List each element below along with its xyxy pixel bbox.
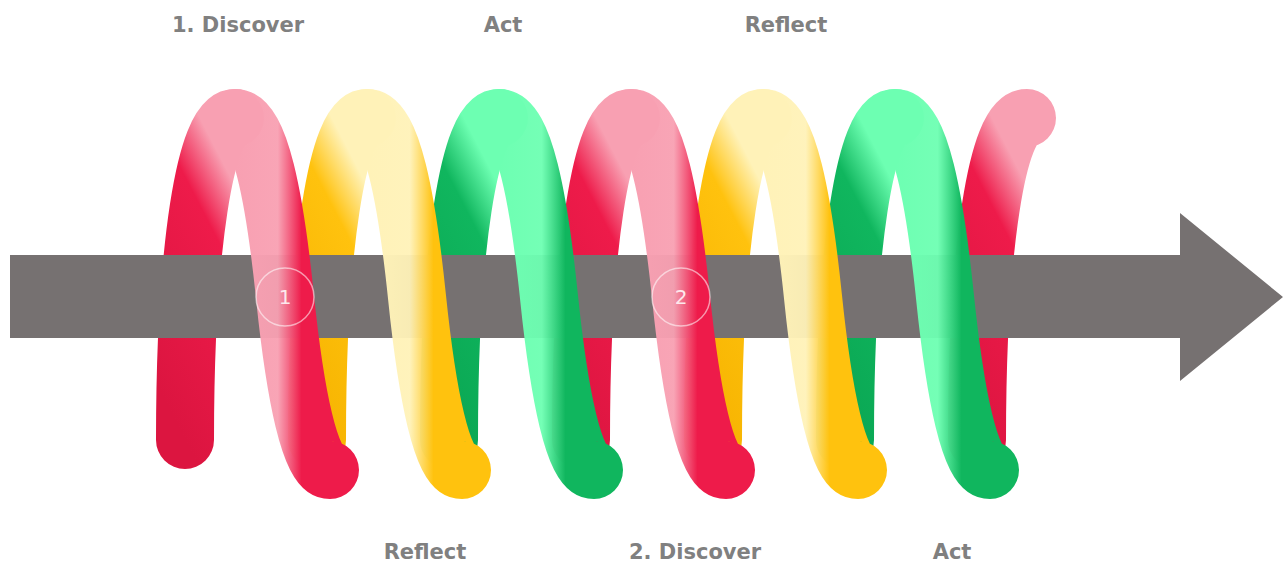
coil-front-band — [499, 118, 594, 470]
phase-label: Act — [484, 13, 523, 37]
phase-label: 2. Discover — [629, 540, 761, 564]
coil-fronts — [235, 118, 990, 470]
coil-front-band — [367, 118, 462, 470]
coil-front-band — [631, 118, 726, 470]
coil-front-band — [895, 118, 990, 470]
coil-front-band — [763, 118, 858, 470]
coil-front-band — [235, 118, 330, 470]
phase-label: Act — [933, 540, 972, 564]
step-circle: 1 — [254, 266, 316, 328]
callout-number: 1 — [254, 285, 316, 309]
step-circle: 2 — [650, 266, 712, 328]
phase-label: Reflect — [745, 13, 828, 37]
callout-number: 2 — [650, 285, 712, 309]
phase-label: 1. Discover — [172, 13, 304, 37]
phase-label: Reflect — [384, 540, 467, 564]
